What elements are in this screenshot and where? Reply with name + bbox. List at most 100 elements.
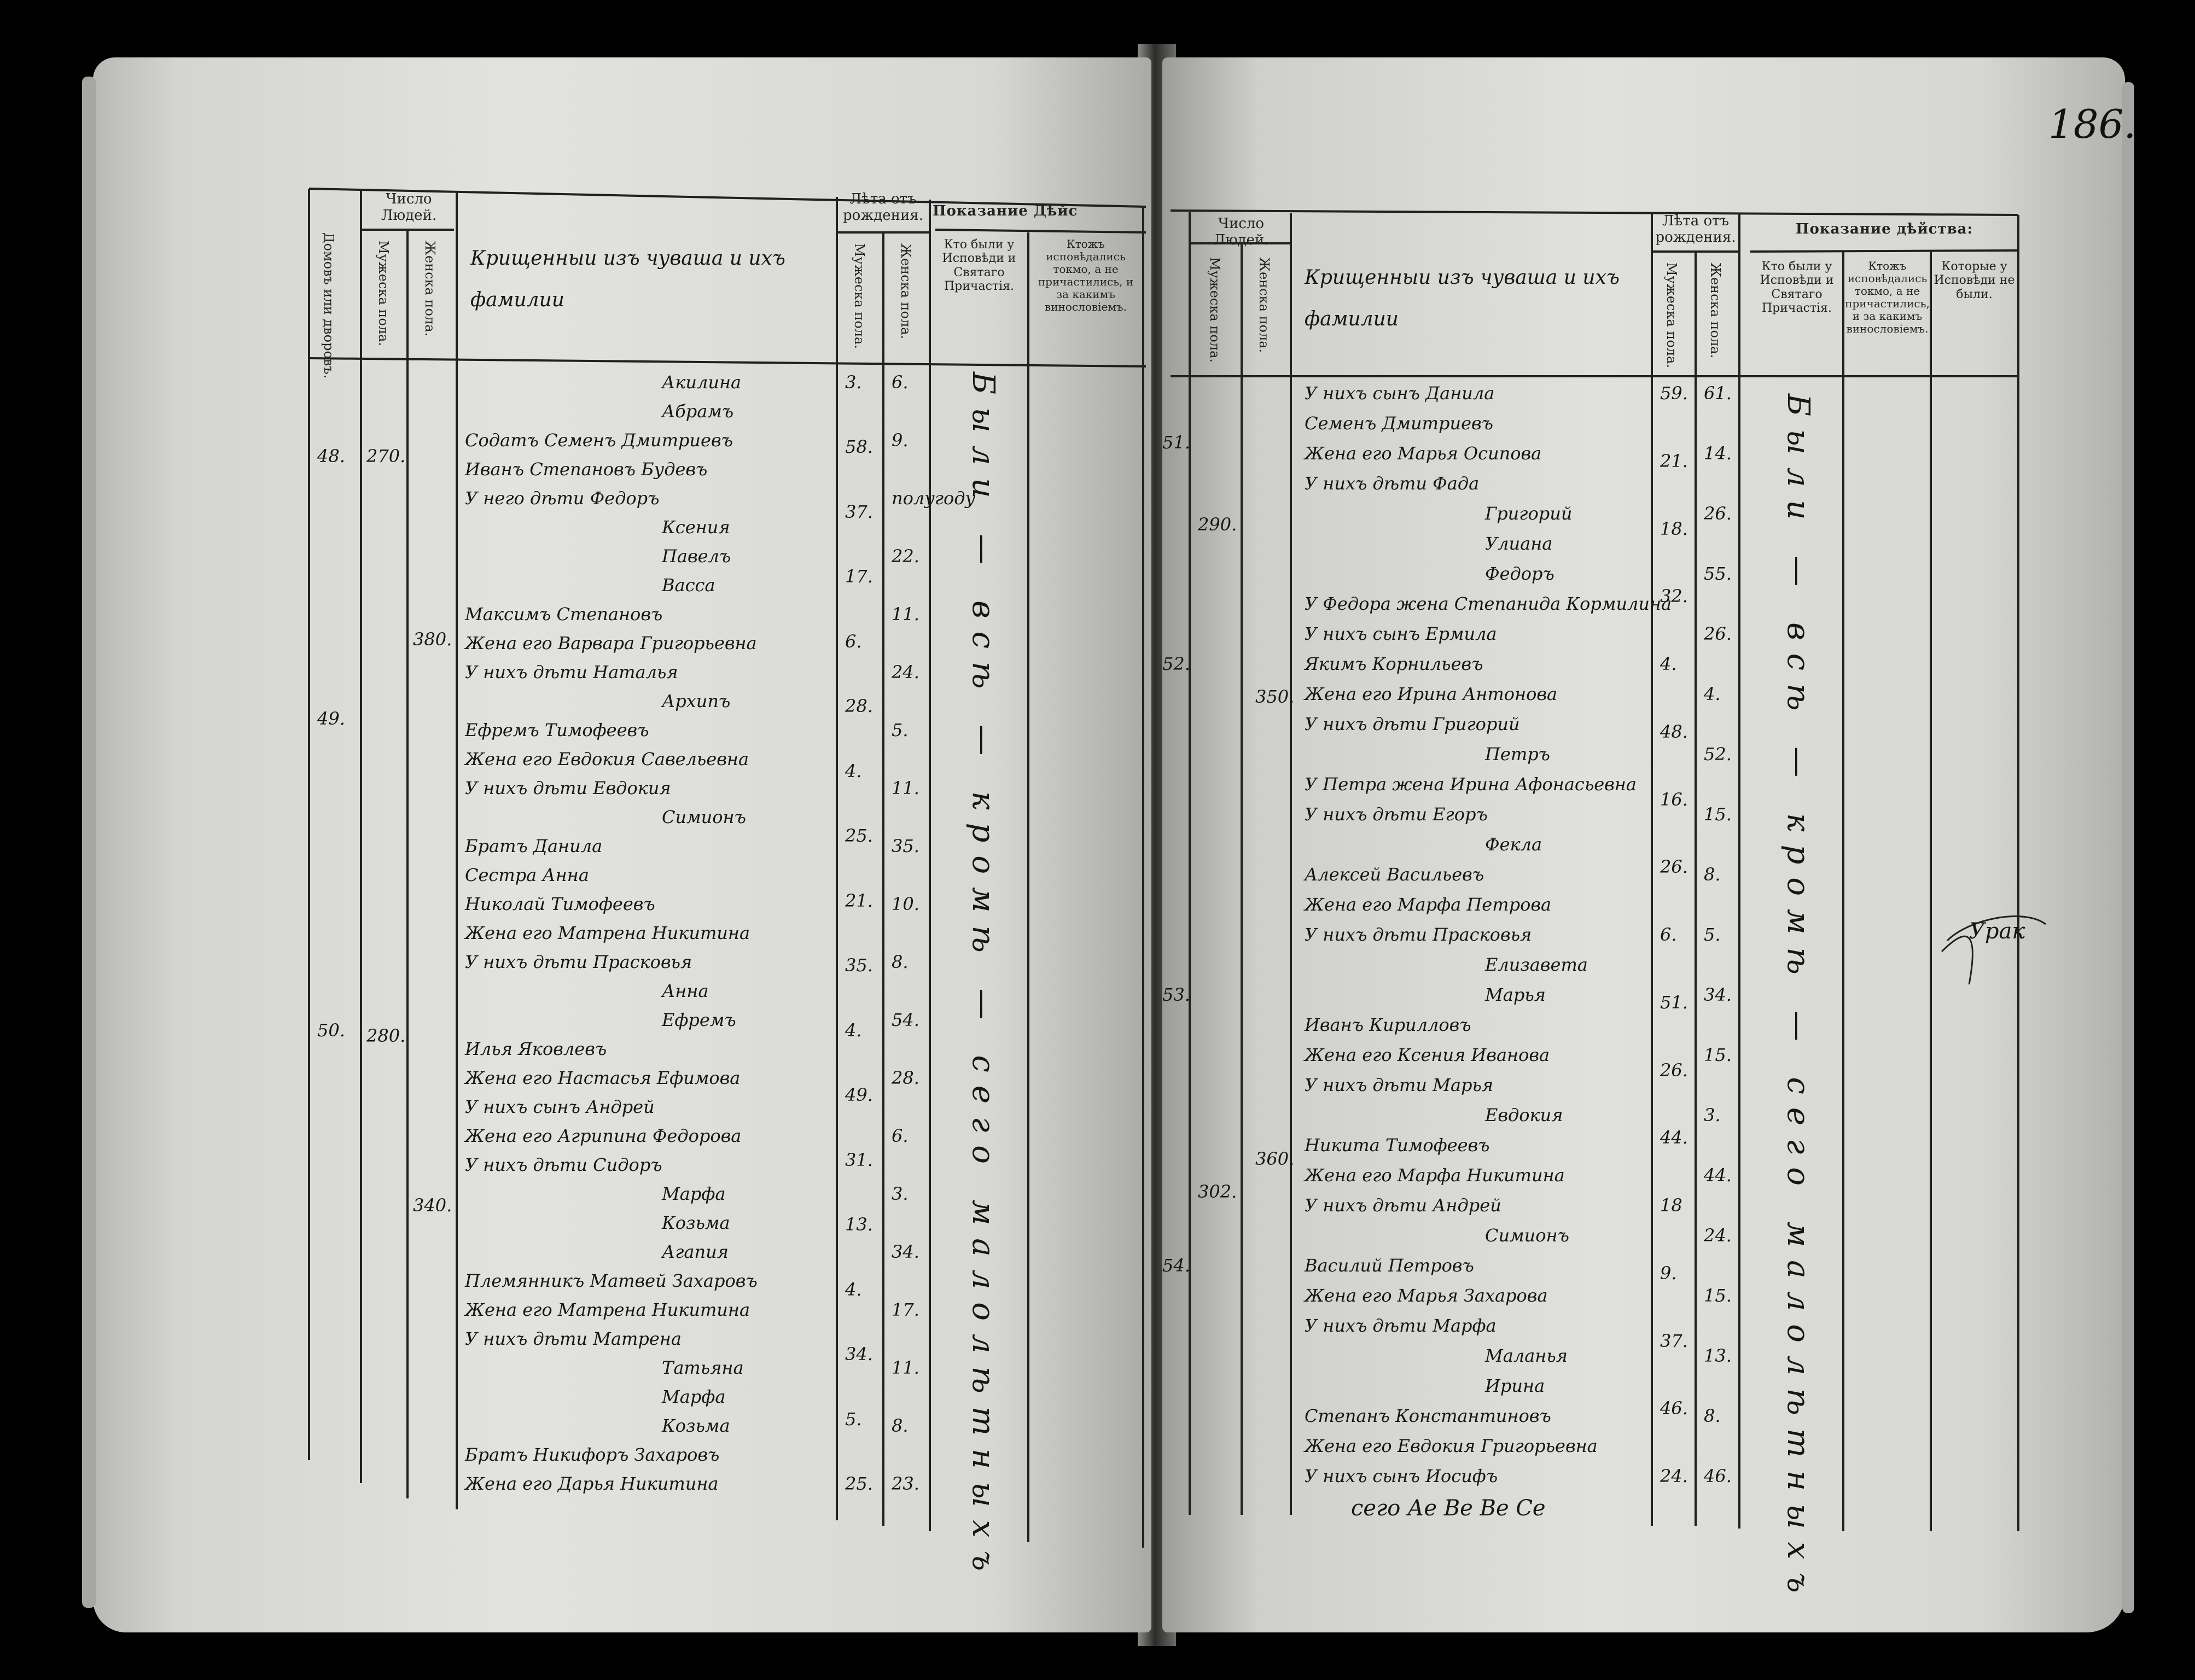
left-age-female: 35. [892,836,919,856]
left-entry-name: У нихъ дѣти Евдокия [465,778,671,798]
left-age-female: 10. [892,894,919,914]
right-household-number: 54. [1162,1255,1190,1276]
right-age-female: 44. [1704,1165,1732,1186]
left-header-confessed-only: Ктожъ исповѣдались токмо, а не причастил… [1038,237,1134,313]
left-entry-name: Павелъ [662,546,731,567]
left-entry-name: Племянникъ Матвей Захаровъ [465,1270,758,1291]
left-age-female: 17. [892,1299,919,1320]
right-age-male: 6. [1660,924,1677,945]
right-age-female: 14. [1704,443,1732,464]
left-age-female: 3. [892,1183,909,1204]
right-entry-name: Жена его Марья Осипова [1305,443,1542,464]
left-entry-name: Татьяна [662,1357,744,1378]
left-age-female: 6. [892,1125,909,1146]
right-age-female: 61. [1704,383,1732,404]
right-entry-name: Елизавета [1485,954,1588,975]
right-age-female: 46. [1704,1466,1732,1486]
right-entry-name: Жена его Ирина Антонова [1305,684,1558,704]
left-entry-name: Марфа [662,1183,726,1204]
left-age-male: 37. [845,501,873,522]
left-entry-name: Ксения [662,517,730,538]
left-household-number: 49. [317,708,345,729]
left-header-age-female: Женска пола. [898,243,913,340]
right-age-male: 32. [1660,586,1688,606]
left-entry-name: Ефремъ [662,1010,736,1030]
left-header-houses: Домовъ или дворовъ. [321,232,336,379]
right-age-male: 46. [1660,1398,1688,1419]
left-header-communed: Кто были у Исповѣди и Святаго Причастiя. [942,238,1016,293]
left-entry-name: Ефремъ Тимофеевъ [465,720,649,740]
right-entry-name: У нихъ дѣти Марфа [1305,1315,1497,1336]
right-entry-name: Алексей Васильевъ [1305,864,1484,885]
left-female-total: 380. [413,629,452,650]
right-age-male: 26. [1660,1060,1688,1081]
left-header-top-rule [308,188,1146,208]
left-entry-name: У нихъ дѣти Сидоръ [465,1154,662,1175]
right-household-number: 51. [1162,432,1190,453]
left-header-names: Крищенныи изъ чуваша и ихъ фамилии [470,247,785,311]
right-age-female: 4. [1704,684,1721,704]
left-entry-name: Жена его Агрипина Федорова [465,1125,742,1146]
right-entry-name: Жена его Евдокия Григорьевна [1305,1436,1598,1456]
left-age-female: 34. [892,1241,919,1262]
left-entry-name: У нихъ дѣти Наталья [465,662,678,682]
right-entry-name: У нихъ сынъ Иосифъ [1305,1466,1498,1486]
left-age-female: 11. [892,1357,919,1378]
right-age-female: 26. [1704,623,1732,644]
right-header-top-rule [1170,209,2019,216]
right-entry-name: У нихъ дѣти Егоръ [1305,804,1488,825]
left-entry-name: Сестра Анна [465,865,589,885]
left-age-female: 8. [892,1415,909,1436]
right-margin-note: Урак [1969,919,2025,944]
right-age-male: 18. [1660,518,1688,539]
left-entry-name: У нихъ дѣти Матрена [465,1328,682,1349]
right-entry-name: У нихъ сынъ Данила [1305,383,1495,404]
left-page [93,57,1151,1632]
left-age-female: 11. [892,604,919,625]
right-female-total: 350. [1255,686,1295,707]
right-header-people: Число Людей. [1213,215,1269,248]
right-entry-name: Евдокия [1485,1105,1563,1125]
right-entry-name: Жена его Ксения Иванова [1305,1045,1550,1065]
right-age-male: 37. [1660,1331,1688,1351]
right-age-female: 13. [1704,1345,1732,1366]
right-entry-name: Жена его Марфа Петрова [1305,894,1552,915]
right-age-female: 26. [1704,503,1732,524]
right-footer-note: сего Ае Ве Ве Се [1351,1496,1546,1521]
left-age-female: 9. [892,430,909,451]
right-entry-name: Григорий [1485,503,1573,524]
page-stack-edge-right [2122,82,2134,1613]
right-header-communed: Кто были у Исповѣди и Святаго Причастiя. [1760,260,1834,315]
right-male-total: 290. [1198,514,1237,535]
right-entry-name: У нихъ дѣти Марья [1305,1075,1494,1095]
right-age-male: 24. [1660,1466,1688,1486]
right-household-number: 52. [1162,654,1190,674]
right-header-people-female: Женска пола. [1256,257,1272,353]
left-entry-name: Абрамъ [662,401,734,422]
right-age-male: 9. [1660,1263,1677,1284]
right-entry-name: У нихъ дѣти Фада [1305,473,1480,494]
left-age-male: 34. [845,1344,873,1364]
left-entry-name: У нихъ дѣти Прасковья [465,952,692,972]
right-age-female: 3. [1704,1105,1721,1125]
right-header-not-at-confession: Которые у Исповѣди не были. [1934,260,2015,301]
right-entry-name: Семенъ Дмитриевъ [1305,413,1493,434]
left-header-age: Лѣта отъ рождения. [843,191,923,224]
right-header-confessed-only: Ктожъ исповѣдались токмо, а не причастил… [1845,259,1930,335]
right-age-male: 4. [1660,654,1677,674]
right-page [1162,57,2125,1632]
right-age-male: 59. [1660,383,1688,404]
right-entry-name: Степанъ Константиновъ [1305,1405,1551,1426]
left-age-male: 25. [845,1473,873,1494]
right-entry-name: Жена его Марфа Никитина [1305,1165,1565,1186]
right-header-age: Лѣта отъ рождения. [1655,213,1736,246]
right-entry-name: Маланья [1485,1345,1568,1366]
right-age-female: 24. [1704,1225,1732,1246]
left-age-female: 22. [892,546,919,567]
left-age-male: 58. [845,436,873,457]
left-entry-name: Братъ Данила [465,836,603,856]
left-entry-name: Анна [662,981,709,1001]
right-age-female: 5. [1704,924,1721,945]
left-age-male: 4. [845,761,862,781]
left-entry-name: Иванъ Степановъ Будевъ [465,459,708,480]
